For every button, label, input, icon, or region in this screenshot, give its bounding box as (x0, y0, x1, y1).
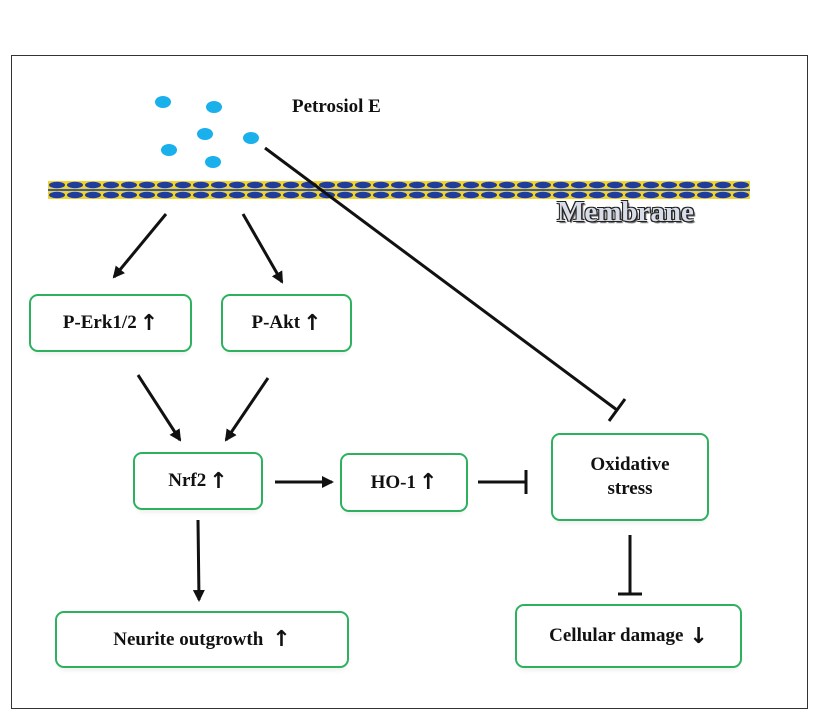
molecule-dot (205, 156, 221, 168)
node-nrf2-label: Nrf2 (168, 470, 207, 491)
molecule-dot (197, 128, 213, 140)
down-arrow-icon: ↓ (689, 623, 708, 649)
membrane-label: Membrane (557, 196, 694, 228)
arrow-nrf2-to-neurite (192, 519, 205, 602)
arrow-membrane-to-pakt (241, 213, 284, 284)
node-cellular-label: Cellular damage (549, 625, 684, 646)
arrow-pakt-to-nrf2 (224, 377, 270, 442)
molecule-dot (161, 144, 177, 156)
node-oxidative-label-line2: stress (607, 478, 653, 499)
up-arrow-icon: ↑ (272, 627, 291, 652)
node-p-erk: P-Erk1/2↑ (29, 294, 192, 352)
arrow-perk-to-nrf2 (136, 374, 182, 442)
node-ho1-label: HO-1 (370, 471, 416, 493)
node-nrf2: Nrf2↑ (133, 452, 263, 510)
molecule-dot (155, 96, 171, 108)
node-p-erk-label: P-Erk1/2 (62, 312, 137, 333)
petrosiol-e-label: Petrosiol E (292, 96, 381, 117)
up-arrow-icon: ↑ (209, 468, 228, 494)
up-arrow-icon: ↑ (139, 310, 159, 336)
petrosiol-molecules (155, 96, 259, 168)
inhibit-bar-oxidative-top (607, 398, 627, 422)
up-arrow-icon: ↑ (418, 470, 438, 495)
node-p-akt: P-Akt↑ (221, 294, 352, 352)
molecule-dot (206, 101, 222, 113)
inhibit-petrosiol-to-oxidative (264, 146, 618, 412)
node-oxidative-stress: Oxidative stress (551, 433, 709, 521)
diagram-frame (11, 55, 808, 709)
node-ho1: HO-1↑ (340, 453, 468, 512)
node-p-akt-label: P-Akt (251, 312, 301, 333)
up-arrow-icon: ↑ (303, 310, 322, 336)
node-neurite-label: Neurite outgrowth (113, 628, 264, 650)
membrane-band (48, 181, 750, 199)
molecule-dot (243, 132, 259, 144)
arrow-membrane-to-perk (112, 213, 168, 279)
node-cellular-damage: Cellular damage↓ (515, 604, 742, 668)
node-oxidative-label-line1: Oxidative (590, 454, 670, 475)
node-neurite-outgrowth: Neurite outgrowth ↑ (55, 611, 349, 668)
